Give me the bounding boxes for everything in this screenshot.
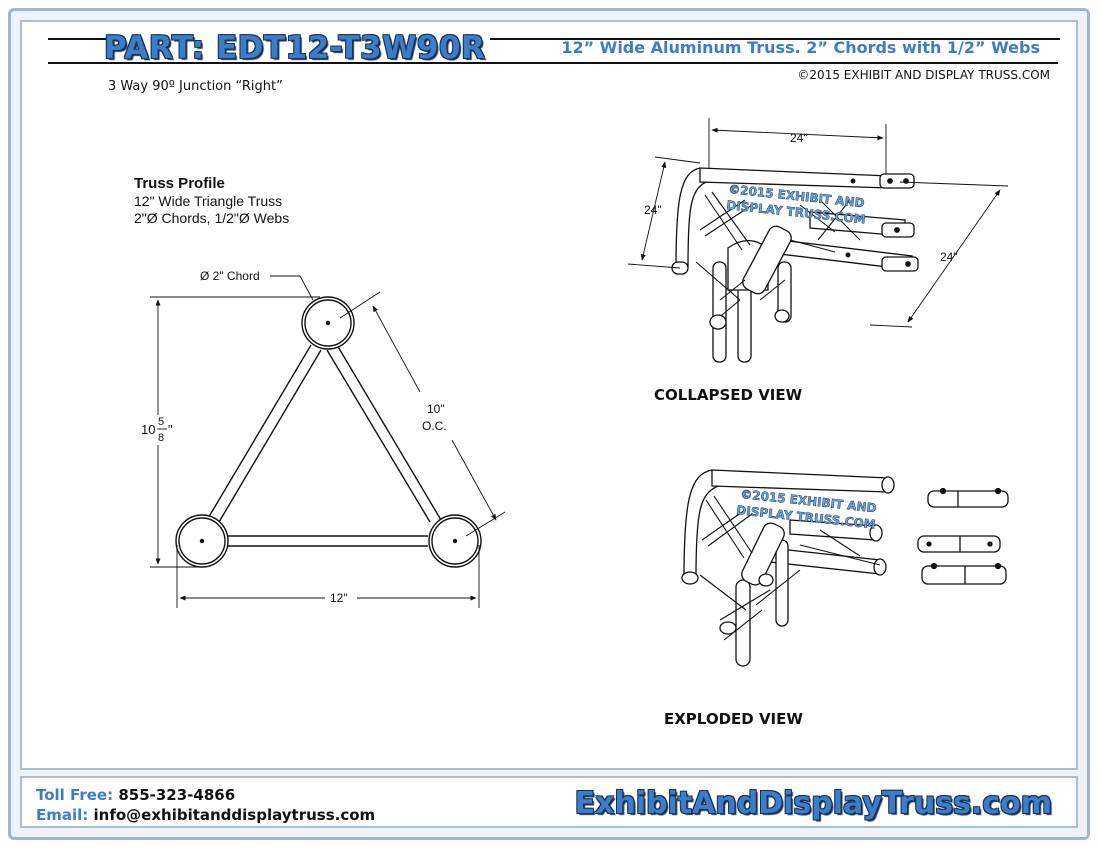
truss-profile-drawing (175, 296, 482, 568)
width-dimension-label: 12" (330, 591, 348, 605)
copyright-notice: ©2015 EXHIBIT AND DISPLAY TRUSS.COM (797, 68, 1050, 82)
footer-bar (20, 776, 1078, 828)
toll-free-line: Toll Free: 855-323-4866 (36, 786, 235, 804)
collapsed-dim-left: 24" (644, 203, 662, 217)
collapsed-view-label: COLLAPSED VIEW (654, 386, 803, 404)
email-label: Email: (36, 806, 89, 824)
profile-line-2: 2"Ø Chords, 1/2"Ø Webs (134, 210, 290, 226)
collapsed-dimensions (627, 118, 1009, 328)
exploded-view-label: EXPLODED VIEW (664, 710, 803, 728)
toll-free-number[interactable]: 855-323-4866 (118, 786, 236, 804)
side-dimension-label: 10" (427, 402, 445, 416)
profile-line-1: 12" Wide Triangle Truss (134, 193, 283, 209)
truss-profile-text: Truss Profile 12" Wide Triangle Truss 2"… (134, 175, 289, 227)
collapsed-dim-right: 24" (940, 250, 958, 264)
website-link[interactable]: ExhibitAndDisplayTruss.com (574, 786, 1052, 821)
drawing-area (20, 20, 1078, 770)
exploded-view-drawing (681, 469, 1009, 667)
header-rule-mid (48, 62, 1058, 64)
height-fraction-numerator: 5 (158, 416, 164, 428)
height-unit: " (168, 422, 173, 437)
part-description: 12” Wide Aluminum Truss. 2” Chords with … (561, 38, 1040, 57)
collapsed-view-drawing (671, 167, 919, 363)
profile-dimensions (150, 275, 506, 608)
chord-label: Ø 2" Chord (200, 269, 260, 283)
part-number: PART: EDT12-T3W90R (104, 30, 486, 66)
side-dimension-oc: O.C. (422, 419, 447, 433)
height-fraction-denominator: 8 (158, 432, 164, 444)
profile-title: Truss Profile (134, 175, 225, 192)
part-subtitle: 3 Way 90º Junction “Right” (108, 79, 283, 94)
header-rule-left (48, 38, 108, 40)
toll-free-label: Toll Free: (36, 786, 114, 804)
email-line: Email: info@exhibitanddisplaytruss.com (36, 806, 375, 824)
height-whole: 10 (141, 422, 155, 437)
collapsed-dim-top: 24" (790, 131, 808, 145)
header-rule-right (490, 38, 1060, 40)
email-address[interactable]: info@exhibitanddisplaytruss.com (93, 806, 376, 824)
